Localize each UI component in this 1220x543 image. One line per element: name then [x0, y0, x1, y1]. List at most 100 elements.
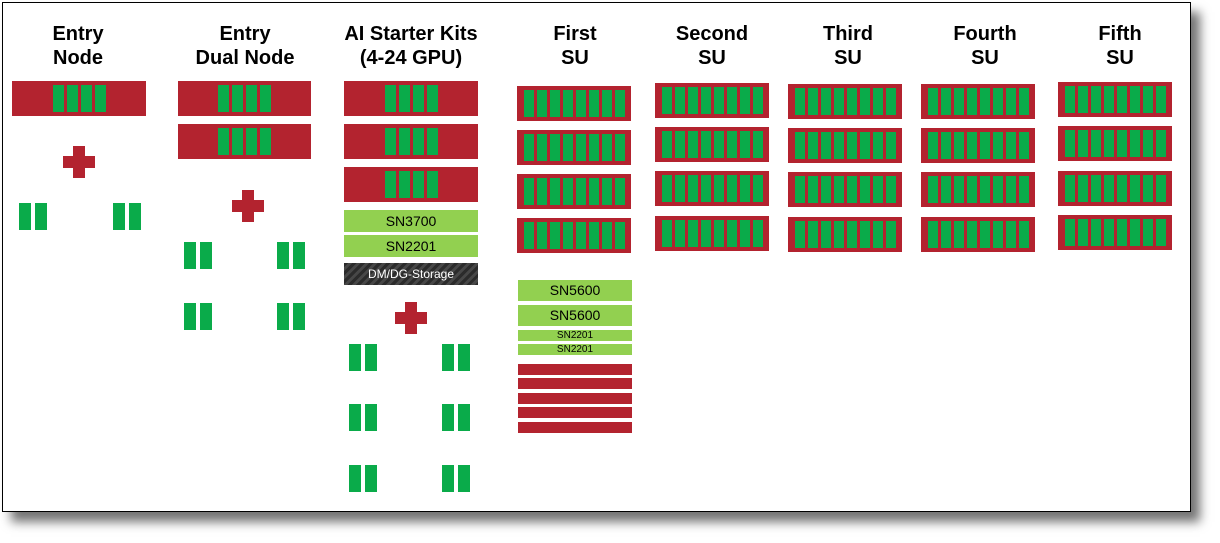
gpu-slot — [562, 134, 573, 161]
header-second-su: Second SU — [652, 22, 772, 70]
gpu-pair-icon — [349, 404, 361, 431]
gpu-slot — [588, 178, 599, 205]
gpu-slot — [846, 88, 857, 115]
gpu-slot — [1155, 219, 1166, 246]
gpu-slot — [979, 88, 990, 115]
gpu-slot — [966, 176, 977, 203]
gpu-slot — [426, 171, 438, 198]
server-node — [517, 130, 631, 165]
gpu-slot — [1116, 86, 1127, 113]
server-node — [344, 124, 478, 159]
gpu-slot — [713, 87, 724, 114]
gpu-slot — [885, 176, 896, 203]
gpu-slot — [601, 222, 612, 249]
gpu-slot — [575, 222, 586, 249]
gpu-pair-icon — [19, 203, 31, 230]
gpu-pair-icon — [184, 242, 196, 269]
gpu-slot — [232, 128, 243, 155]
gpu-slot — [426, 85, 438, 112]
gpu-slot — [859, 88, 870, 115]
server-node — [1058, 82, 1172, 117]
gpu-slot — [726, 131, 737, 158]
gpu-pair-icon — [349, 344, 361, 371]
gpu-slot — [94, 85, 106, 112]
gpu-slot — [66, 85, 78, 112]
gpu-slot — [412, 128, 424, 155]
gpu-slot — [807, 132, 818, 159]
header-entry-dual-node: Entry Dual Node — [175, 22, 315, 70]
gpu-slot — [218, 128, 229, 155]
gpu-slot — [614, 178, 625, 205]
gpu-slot — [1155, 130, 1166, 157]
header-first-su: First SU — [515, 22, 635, 70]
gpu-slot — [1018, 221, 1029, 248]
gpu-pair-icon — [293, 242, 305, 269]
gpu-slot — [687, 220, 698, 247]
gpu-slot — [739, 87, 750, 114]
plus-icon — [405, 302, 417, 334]
gpu-slot — [859, 176, 870, 203]
gpu-slot — [700, 220, 711, 247]
gpu-slot — [794, 88, 805, 115]
storage-bar — [518, 364, 632, 375]
gpu-pair-icon — [365, 344, 377, 371]
gpu-slot — [398, 128, 410, 155]
gpu-slot — [1103, 86, 1114, 113]
gpu-slot — [1005, 176, 1016, 203]
gpu-slot — [384, 128, 396, 155]
server-node — [12, 81, 146, 116]
gpu-slot — [260, 128, 271, 155]
gpu-slot — [700, 87, 711, 114]
gpu-slot — [979, 132, 990, 159]
gpu-slot — [739, 175, 750, 202]
gpu-slot — [1077, 219, 1088, 246]
gpu-slot — [523, 222, 534, 249]
gpu-slot — [536, 222, 547, 249]
switch-sn3700: SN3700 — [344, 210, 478, 232]
server-node — [788, 128, 902, 163]
plus-icon — [242, 190, 254, 222]
gpu-slot — [661, 220, 672, 247]
gpu-pair-icon — [442, 344, 454, 371]
server-node — [788, 84, 902, 119]
gpu-slot — [966, 132, 977, 159]
server-node — [655, 216, 769, 251]
gpu-slot — [588, 134, 599, 161]
header-line-1: Entry — [52, 23, 104, 45]
header-fifth-su: Fifth SU — [1060, 22, 1180, 70]
gpu-slot — [674, 175, 685, 202]
gpu-slot — [1129, 219, 1140, 246]
gpu-slot — [992, 88, 1003, 115]
gpu-slot — [562, 178, 573, 205]
gpu-slot — [752, 87, 763, 114]
gpu-slot — [398, 171, 410, 198]
gpu-slot — [549, 222, 560, 249]
header-entry-node: Entry Node — [18, 22, 138, 70]
gpu-slot — [794, 132, 805, 159]
server-node — [344, 81, 478, 116]
gpu-pair-icon — [184, 303, 196, 330]
server-node — [178, 124, 311, 159]
gpu-slot — [1129, 130, 1140, 157]
gpu-slot — [833, 221, 844, 248]
gpu-pair-icon — [277, 242, 289, 269]
gpu-slot — [1018, 176, 1029, 203]
header-line-1: AI Starter Kits — [344, 23, 478, 45]
gpu-slot — [674, 220, 685, 247]
gpu-slot — [384, 85, 396, 112]
gpu-slot — [575, 134, 586, 161]
gpu-slot — [1090, 86, 1101, 113]
storage-bar — [518, 422, 632, 433]
header-line-2: SU — [561, 47, 589, 69]
gpu-slot — [523, 90, 534, 117]
gpu-slot — [820, 176, 831, 203]
header-line-2: Dual Node — [195, 47, 295, 69]
gpu-slot — [885, 132, 896, 159]
gpu-pair-icon — [293, 303, 305, 330]
gpu-slot — [1018, 88, 1029, 115]
header-line-1: Second — [675, 23, 749, 45]
gpu-slot — [872, 176, 883, 203]
gpu-slot — [687, 175, 698, 202]
gpu-slot — [1064, 219, 1075, 246]
